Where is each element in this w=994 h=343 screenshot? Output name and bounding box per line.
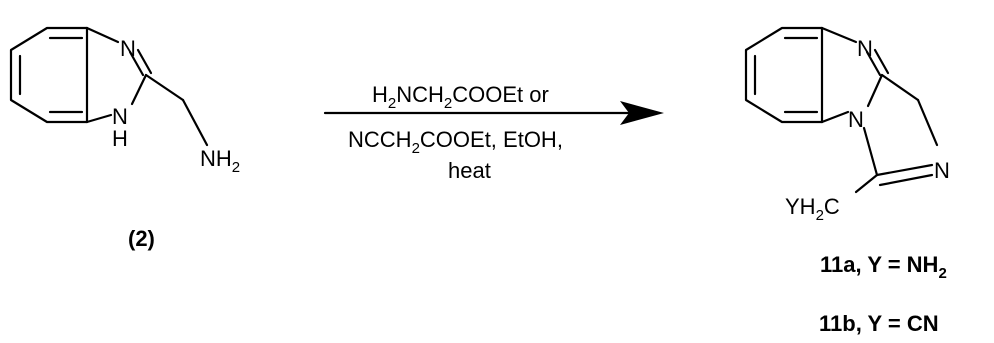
product-cn-double-bond-b	[873, 48, 890, 75]
reactant-ch2-bond	[144, 73, 185, 102]
product-c-n-top-bond	[820, 26, 858, 44]
reactant-atom-nh2: NH2	[200, 146, 240, 176]
product-caption-11a: 11a, Y = NH2	[820, 252, 947, 282]
product-c3a-n-bridge-bond	[866, 73, 884, 108]
product-caption-11b: 11b, Y = CN	[819, 311, 939, 336]
condition-line-3: heat	[448, 158, 491, 183]
product-c1-n-double-bond-a	[875, 163, 934, 177]
arrow-head	[620, 101, 664, 125]
reaction-arrow	[323, 101, 664, 125]
reactant-caption: (2)	[128, 226, 155, 251]
reactant-atom-h: H	[112, 126, 128, 151]
reactant-atom-n-ring: N	[112, 104, 128, 129]
reactant-c-n-top-bond	[85, 26, 120, 44]
reactant-cn-double-bond-b	[136, 48, 153, 75]
product-c3a-ch2-bond	[880, 73, 920, 102]
product-structure: N N N YH2C	[744, 26, 950, 224]
reactant-cn-double-bond-a	[128, 50, 145, 77]
product-n-bridge-c1-bond	[862, 126, 879, 177]
product-benzene-ring	[744, 26, 824, 124]
product-atom-n-top: N	[857, 36, 873, 61]
product-cn-double-bond-a	[865, 50, 882, 77]
product-c1-n-double-bond-b	[878, 173, 934, 187]
condition-line-1: H2NCH2COOEt or	[372, 82, 549, 112]
product-ch2y-bond	[854, 173, 879, 194]
product-atom-n-right: N	[934, 158, 950, 183]
product-n-bridge-c-bond	[820, 110, 850, 124]
reactant-structure: N N H NH2	[9, 26, 240, 176]
product-ch2-n-bond	[916, 98, 939, 147]
product-atom-n-bridge: N	[848, 107, 864, 132]
reactant-c2-nh-bond	[130, 73, 148, 106]
reactant-benzene-ring	[9, 26, 89, 124]
product-atom-yh2c: YH2C	[785, 194, 840, 224]
reactant-ch2-n-bond	[181, 98, 209, 147]
reactant-atom-n-top: N	[120, 36, 136, 61]
condition-line-2: NCCH2COOEt, EtOH,	[348, 127, 563, 157]
reactant-nh-c7a-bond	[85, 113, 113, 124]
